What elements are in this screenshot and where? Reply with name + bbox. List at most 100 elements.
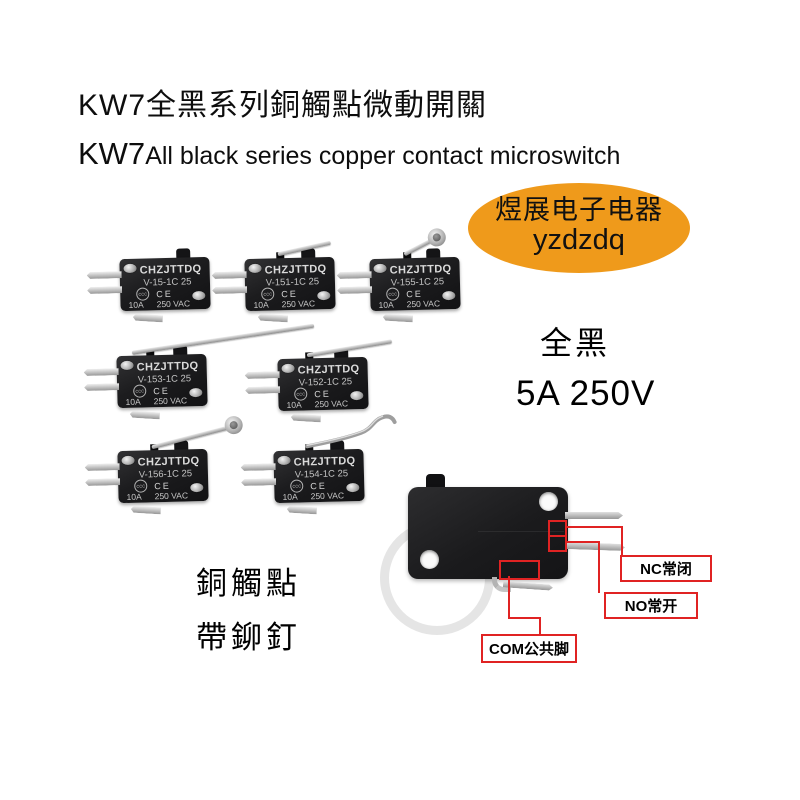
terminal-blade — [245, 386, 280, 394]
terminal-blade — [212, 271, 247, 279]
terminal-blade — [212, 286, 247, 294]
terminal-blade — [85, 463, 120, 471]
no-callout-line — [598, 541, 600, 593]
nc-callout-line — [621, 526, 623, 557]
seller-abbreviation: yzdzdq — [533, 223, 625, 256]
caption-rating: 5A 250V — [516, 374, 656, 413]
terminal-blade — [84, 383, 119, 391]
roller-icon — [427, 228, 447, 247]
brand-marking: CHZJTTDQ — [139, 263, 202, 277]
ce-mark-icon: CE — [406, 288, 423, 299]
no-callout-line — [565, 541, 600, 543]
no-terminal-blade — [565, 542, 625, 551]
seller-badge: 煜展电子电器 yzdzdq — [468, 183, 690, 273]
no-label: NO常开 — [604, 592, 698, 619]
brand-marking: CHZJTTDQ — [137, 455, 200, 469]
voltage-marking: 250 VAC — [310, 490, 345, 502]
com-callout-line — [539, 617, 541, 636]
brand-marking: CHZJTTDQ — [293, 455, 356, 469]
terminal-blade — [337, 271, 372, 279]
terminal-blade — [241, 463, 276, 471]
current-marking: 10A — [286, 399, 302, 410]
voltage-marking: 250 VAC — [406, 298, 441, 310]
current-marking: 10A — [378, 299, 394, 310]
current-marking: 10A — [125, 396, 141, 407]
rivet-icon — [442, 290, 456, 301]
brand-marking: CHZJTTDQ — [389, 263, 452, 277]
roller-icon — [224, 415, 243, 435]
voltage-marking: 250 VAC — [153, 395, 188, 407]
terminal-blade — [287, 506, 317, 515]
microswitch-back-view — [380, 474, 568, 635]
ce-mark-icon: CE — [153, 385, 170, 396]
title-english: KW7All black series copper contact micro… — [78, 136, 620, 172]
nc-callout-line — [565, 526, 623, 528]
caption-copper-contact: 銅觸點 — [196, 566, 301, 601]
brand-marking: CHZJTTDQ — [297, 363, 360, 377]
terminal-blade — [87, 286, 122, 294]
rivet-icon — [317, 290, 331, 301]
mold-seam — [478, 531, 564, 532]
switch-body — [408, 487, 568, 579]
terminal-blade — [241, 478, 276, 486]
ce-mark-icon: CE — [314, 388, 331, 399]
lever-arm — [151, 424, 234, 450]
com-pin-highlight-box — [499, 560, 540, 580]
rivet-icon — [346, 482, 360, 493]
seller-name: 煜展电子电器 — [495, 195, 663, 225]
current-marking: 10A — [282, 491, 298, 502]
curved-lever-arm — [305, 414, 397, 449]
ce-mark-icon: CE — [310, 480, 327, 491]
title-chinese: KW7全黑系列銅觸點微動開關 — [78, 89, 488, 122]
caption-all-black: 全黑 — [540, 325, 611, 361]
nc-terminal-blade — [565, 512, 623, 519]
com-callout-line — [508, 576, 510, 617]
rivet-icon — [189, 387, 203, 398]
plunger-button — [426, 474, 445, 489]
terminal-blade — [245, 371, 280, 379]
caption-with-rivet: 帶鉚釘 — [196, 620, 301, 655]
terminal-blade — [337, 286, 372, 294]
com-terminal-bend — [492, 577, 511, 592]
lever-arm — [131, 323, 315, 355]
ce-mark-icon: CE — [156, 288, 173, 299]
terminal-blade — [84, 368, 119, 376]
mounting-hole — [539, 492, 558, 511]
current-marking: 10A — [126, 491, 142, 502]
title-english-prefix: KW7 — [78, 136, 146, 171]
voltage-marking: 250 VAC — [314, 398, 349, 410]
lever-arm — [306, 339, 393, 358]
brand-marking: CHZJTTDQ — [264, 263, 327, 277]
rivet-icon — [190, 482, 204, 493]
voltage-marking: 250 VAC — [281, 298, 316, 310]
terminal-blade — [85, 478, 120, 486]
voltage-marking: 250 VAC — [154, 490, 189, 502]
terminal-blade — [87, 271, 122, 279]
terminal-blade — [258, 314, 288, 323]
title-english-rest: All black series copper contact microswi… — [145, 142, 621, 170]
ce-mark-icon: CE — [281, 288, 298, 299]
ce-mark-icon: CE — [154, 480, 171, 491]
brand-marking: CHZJTTDQ — [136, 360, 199, 374]
terminal-blade — [131, 506, 161, 515]
terminal-blade — [133, 314, 163, 323]
current-marking: 10A — [128, 299, 144, 310]
terminal-blade — [383, 314, 413, 323]
voltage-marking: 250 VAC — [156, 298, 191, 310]
rivet-icon — [350, 390, 364, 401]
